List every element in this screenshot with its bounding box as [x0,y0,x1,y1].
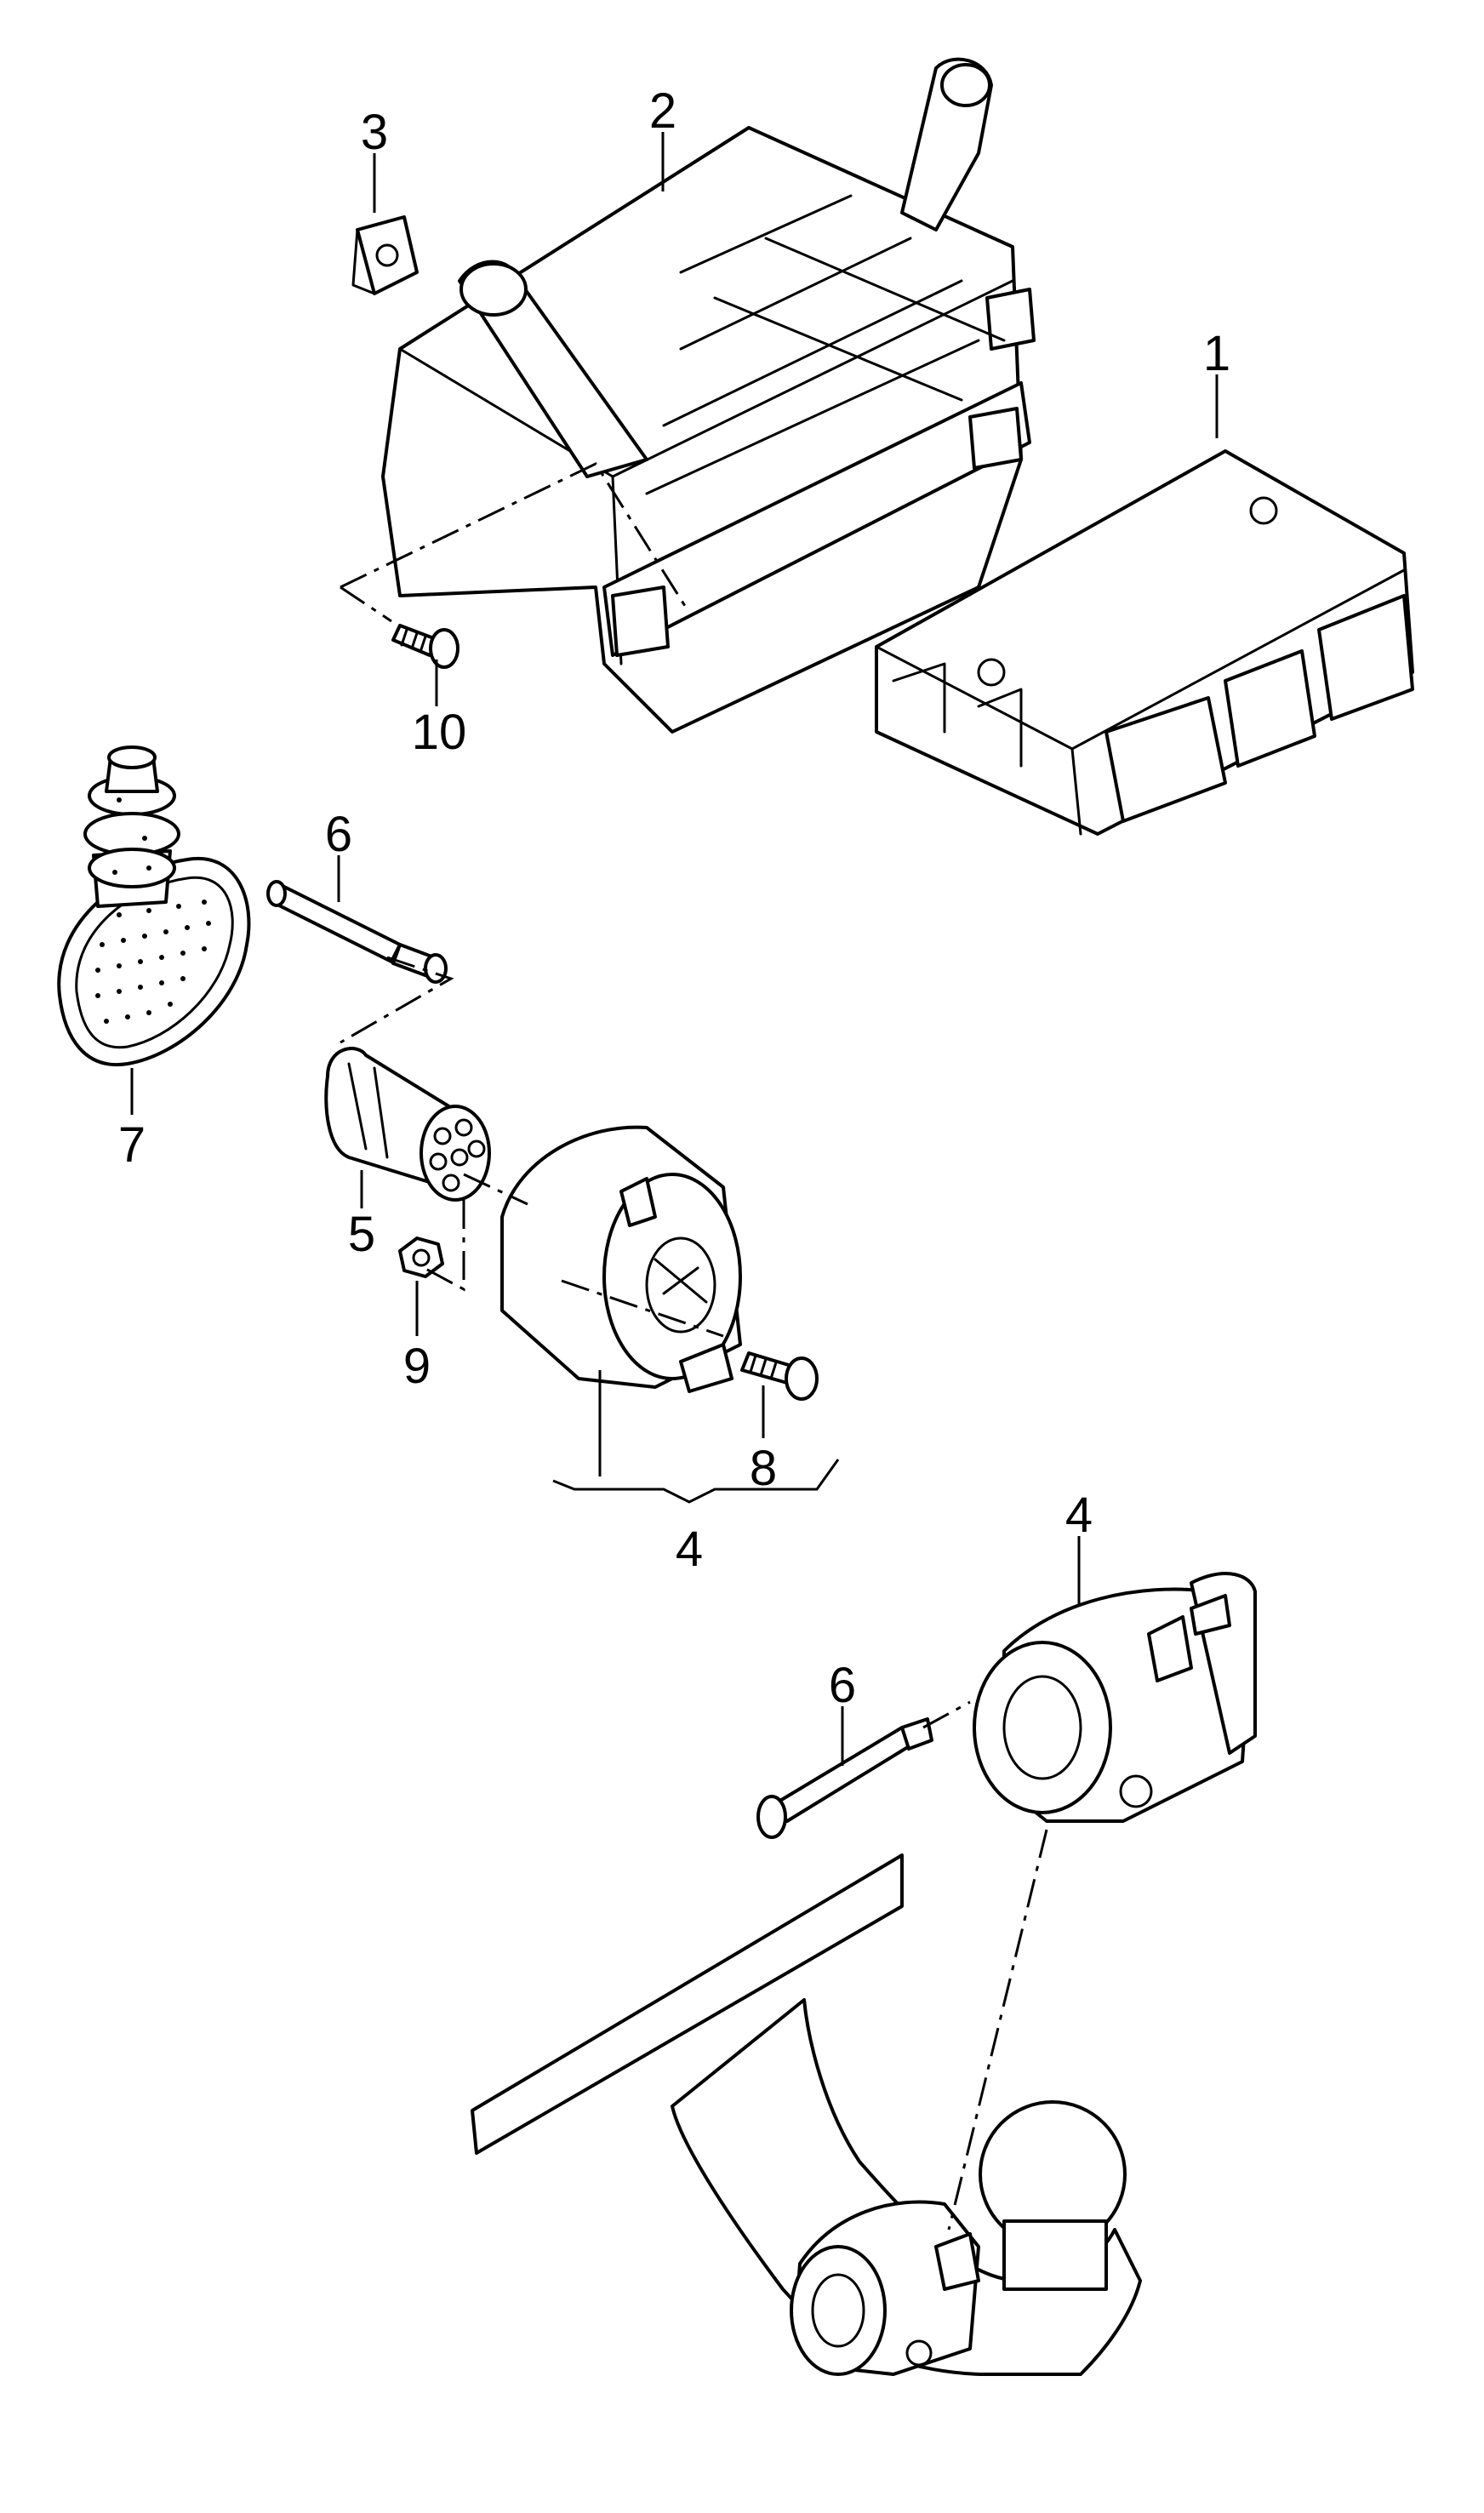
callout-7: 7 [118,1117,146,1173]
callout-4-upper: 4 [676,1522,703,1577]
part-10-screw [391,624,459,669]
part-7-gasket [57,745,251,1067]
part-6-pin-lower [756,1717,933,1839]
part-2-bracket-housing [381,57,1036,734]
callout-6-upper: 6 [325,807,352,862]
callout-10: 10 [412,705,467,760]
part-3-clip [351,215,419,295]
part-5-contact-carrier [324,1047,491,1202]
callout-1: 1 [1203,326,1230,381]
part-4-socket-lower [973,1572,1257,1823]
assembly-lines [340,462,1048,2230]
part-9-nut [398,1237,444,1278]
part-4-socket-upper [500,1125,742,1393]
callout-6-lower: 6 [829,1658,856,1713]
part-1-control-unit [875,449,1414,836]
part-8-screw [740,1351,819,1401]
callout-4-lower: 4 [1065,1488,1093,1543]
callout-2: 2 [649,83,676,139]
callout-labels: 1 2 3 10 6 7 5 9 8 4 4 6 [118,83,1230,1713]
part-6-pin-upper [266,880,448,984]
callout-8: 8 [750,1441,777,1496]
callout-3: 3 [361,105,388,160]
leader-lines [130,132,1219,1766]
callout-9: 9 [403,1339,431,1394]
tow-bar-assembly [471,1853,1142,2376]
callout-5: 5 [348,1207,375,1262]
